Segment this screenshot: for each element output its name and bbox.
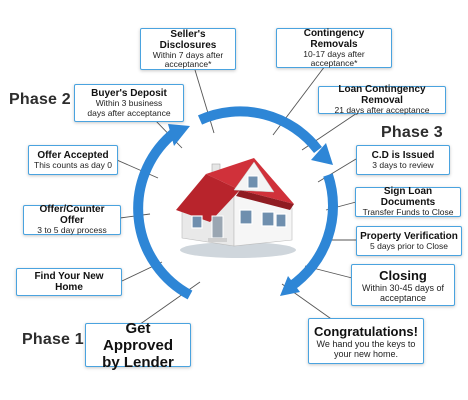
step-sellers-disclosures: Seller's Disclosures Within 7 days after…	[140, 28, 236, 70]
house-illustration	[176, 158, 296, 258]
step-title: Sign Loan Documents	[380, 186, 436, 209]
step-title: Property Verification	[360, 230, 458, 242]
step-offer-counter: Offer/Counter Offer 3 to 5 day process	[23, 204, 121, 236]
step-offer-accepted: Offer Accepted This counts as day 0	[28, 145, 118, 175]
step-detail: 3 to 5 day process	[37, 225, 107, 236]
step-detail: 21 days after acceptance	[334, 105, 430, 116]
step-title: Buyer's Deposit	[91, 88, 167, 99]
step-title: Closing	[379, 267, 427, 283]
step-closing: Closing Within 30-45 days of acceptance	[351, 264, 455, 306]
step-detail: Within 7 days after acceptance*	[152, 49, 224, 69]
phase-3-label: Phase 3	[381, 124, 443, 141]
phase-1-label: Phase 1	[22, 331, 84, 348]
step-detail: We hand you the keys to your new home.	[316, 338, 416, 359]
step-buyers-deposit: Buyer's Deposit Within 3 business days a…	[74, 84, 184, 122]
step-contingency-removals: Contingency Removals 10-17 days after ac…	[276, 28, 392, 68]
step-title: Offer/Counter Offer	[39, 204, 105, 227]
step-title: Offer Accepted	[37, 149, 109, 161]
step-detail: This counts as day 0	[34, 159, 112, 170]
step-property-verification: Property Verification 5 days prior to Cl…	[356, 226, 462, 256]
step-sign-loan-documents: Sign Loan Documents Transfer Funds to Cl…	[355, 186, 461, 218]
step-detail: Within 30-45 days of acceptance	[361, 282, 445, 303]
step-title: Loan Contingency Removal	[338, 84, 426, 107]
step-title: Find Your New Home	[34, 271, 104, 293]
step-title: Congratulations!	[314, 323, 418, 339]
phase-2-label: Phase 2	[9, 91, 71, 108]
step-get-approved: Get Approved by Lender	[85, 320, 191, 371]
step-find-home: Find Your New Home	[16, 268, 122, 296]
step-title: Seller's Disclosures	[159, 28, 217, 51]
step-detail: 10-17 days after acceptance*	[303, 48, 365, 68]
step-title: Contingency Removals	[303, 27, 365, 50]
step-title: Get Approved by Lender	[102, 319, 174, 371]
step-detail: Transfer Funds to Close	[362, 207, 454, 218]
step-congratulations: Congratulations! We hand you the keys to…	[308, 318, 424, 364]
step-loan-contingency-removal: Loan Contingency Removal 21 days after a…	[318, 84, 446, 116]
step-detail: 5 days prior to Close	[370, 240, 448, 251]
step-cd-issued: C.D is Issued 3 days to review	[356, 145, 450, 175]
step-title: C.D is Issued	[371, 149, 435, 161]
step-detail: Within 3 business days after acceptance	[87, 98, 171, 118]
step-detail: 3 days to review	[372, 159, 434, 170]
